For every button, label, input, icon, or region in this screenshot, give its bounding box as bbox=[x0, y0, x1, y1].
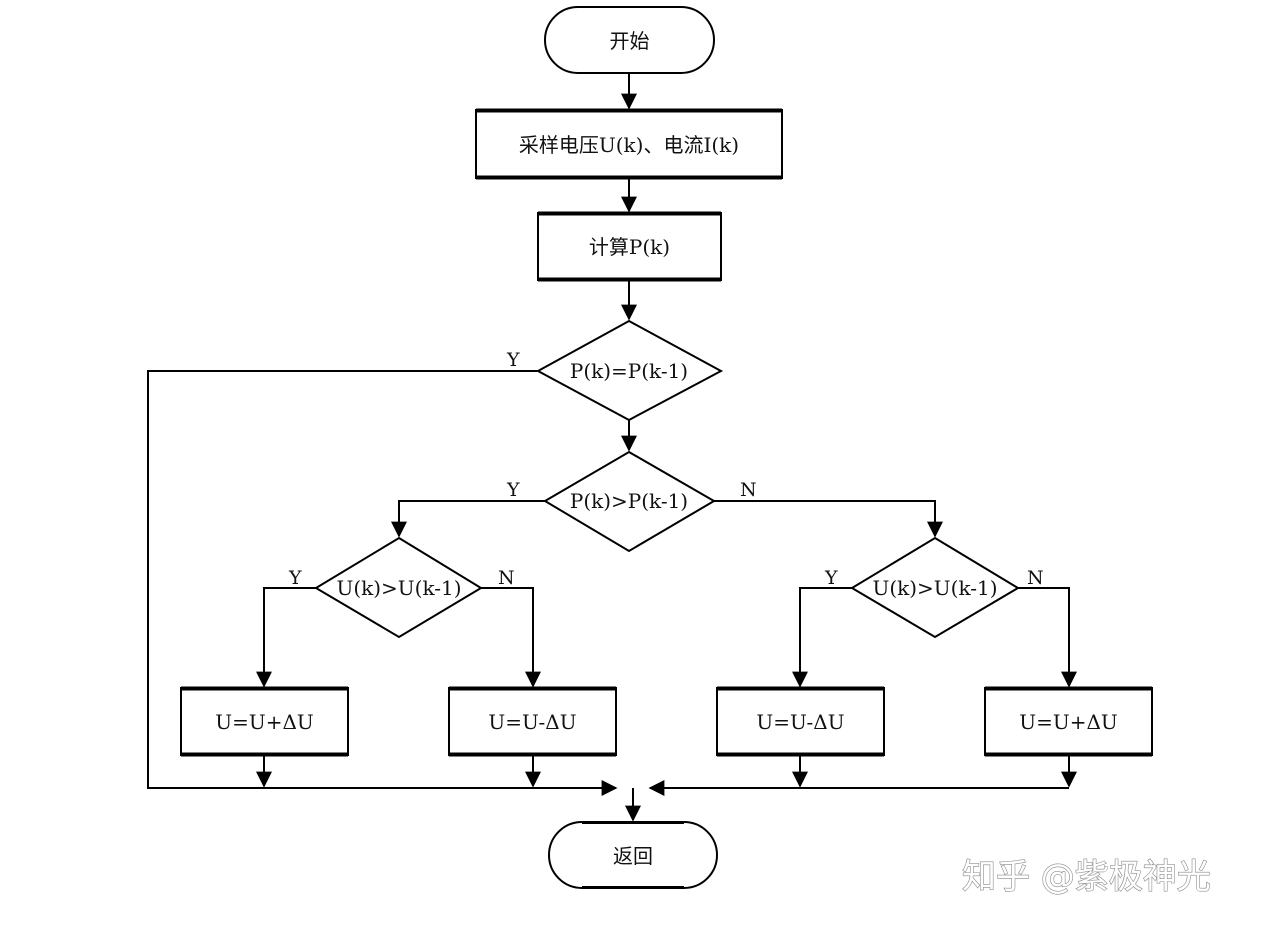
edge-u-left-no bbox=[481, 587, 541, 688]
watermark: 知乎 @紫极神光 bbox=[962, 857, 1211, 897]
edge-label-equal-yes: Y bbox=[506, 349, 520, 371]
end-label: 返回 bbox=[613, 844, 653, 868]
action-3 bbox=[716, 687, 885, 756]
decision-u-left bbox=[314, 536, 483, 639]
edge-u-right-no bbox=[1018, 587, 1077, 688]
decision-equal-label: P(k)=P(k-1) bbox=[570, 359, 688, 383]
decision-u-right-label: U(k)>U(k-1) bbox=[872, 576, 997, 600]
edge-label-u-left-no: N bbox=[498, 567, 515, 589]
edge-equal-yes-bypass bbox=[147, 370, 618, 796]
edge-label-u-right-no: N bbox=[1027, 567, 1044, 589]
edge-label-greater-yes: Y bbox=[506, 479, 520, 501]
edge-u-right-yes bbox=[792, 587, 852, 688]
edge-label-greater-no: N bbox=[740, 479, 757, 501]
decision-greater bbox=[543, 450, 716, 553]
action-1 bbox=[180, 687, 349, 756]
edge-greater-yes bbox=[391, 500, 545, 538]
action-4-label: U=U+ΔU bbox=[1019, 710, 1118, 734]
sample-process bbox=[475, 109, 783, 179]
edge-label-u-left-yes: Y bbox=[288, 567, 302, 589]
edge-greater-no bbox=[714, 500, 943, 538]
action-2-label: U=U-ΔU bbox=[488, 710, 576, 734]
sample-label: 采样电压U(k)、电流I(k) bbox=[519, 133, 739, 157]
action-1-label: U=U+ΔU bbox=[215, 710, 314, 734]
calc-label: 计算P(k) bbox=[589, 235, 670, 259]
action-2 bbox=[448, 687, 617, 756]
edge-label-u-right-yes: Y bbox=[824, 567, 838, 589]
decision-u-left-label: U(k)>U(k-1) bbox=[336, 576, 461, 600]
start-label: 开始 bbox=[610, 29, 650, 53]
decision-greater-label: P(k)>P(k-1) bbox=[570, 489, 688, 513]
edge-u-left-yes bbox=[256, 587, 316, 688]
decision-u-right bbox=[850, 536, 1020, 639]
action-3-label: U=U-ΔU bbox=[756, 710, 844, 734]
